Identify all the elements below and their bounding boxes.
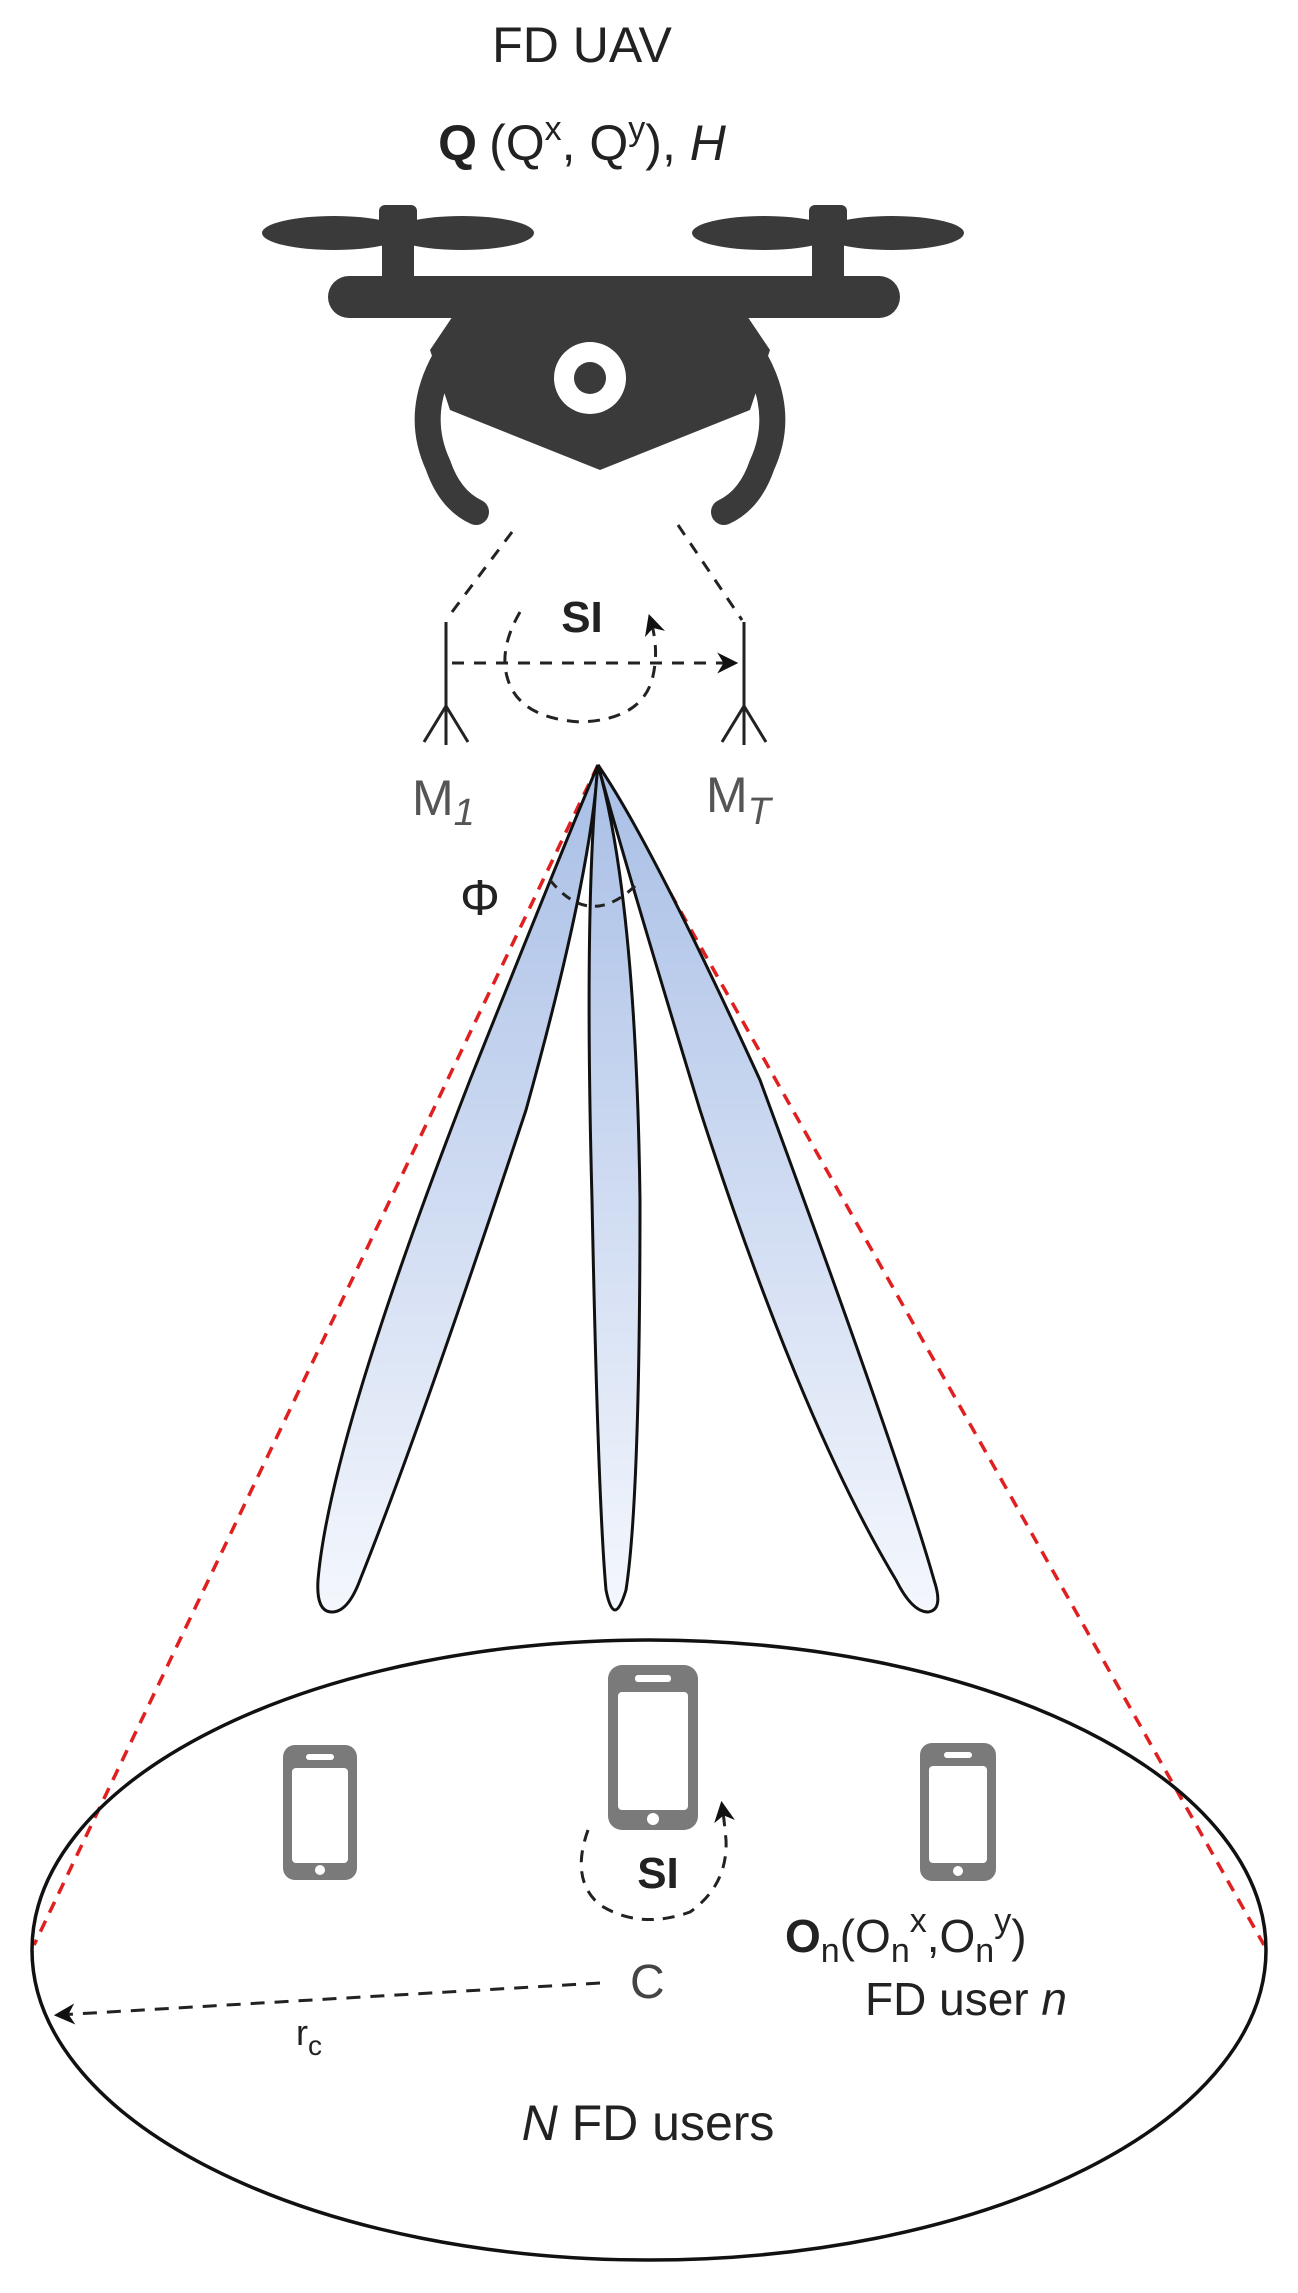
user-n-sub2: n [891, 1932, 910, 1970]
users-count-var: N [522, 2095, 559, 2151]
uav-position-label: Q(Qx, Qy), H [438, 110, 727, 171]
antenna-m1-sub: 1 [454, 792, 475, 834]
coverage-edge-right [596, 764, 1266, 1946]
drone-icon [262, 205, 964, 525]
antenna-m1-icon [422, 622, 470, 745]
user-n-sub: n [821, 1932, 840, 1970]
uav-position-mid: , Q [562, 115, 629, 171]
user-n-open: (O [840, 1910, 891, 1962]
user-n-y-sup: y [994, 1902, 1011, 1940]
si-loop-uav [503, 611, 666, 724]
si-uav-label: SI [561, 593, 603, 642]
radius-sub: c [308, 2030, 322, 2061]
user-n-sub3: n [975, 1932, 994, 1970]
si-loop-user [579, 1800, 735, 1922]
beam-right [596, 764, 940, 1614]
uav-position-y-sup: y [628, 110, 645, 148]
user-n-x-sup: x [910, 1902, 927, 1940]
uav-position-close: ), [645, 115, 689, 171]
user-n-caption-prefix: FD user [865, 1973, 1041, 2025]
coverage-edge-left [32, 764, 600, 1946]
antenna-mt-base: M [706, 767, 748, 823]
user-n-bold: O [785, 1910, 821, 1962]
user-n-caption-var: n [1041, 1973, 1067, 2025]
beam-center [587, 764, 642, 1612]
uav-height: H [690, 115, 727, 171]
uav-position-x-sup: x [545, 110, 562, 148]
users-count-text: FD users [558, 2095, 775, 2151]
user-n-position: On(Onx,Ony) [785, 1902, 1027, 1970]
radius-base: r [296, 2012, 308, 2053]
antenna-mt-label: MT [706, 767, 774, 833]
phone-icon [608, 1665, 698, 1830]
uav-position-open: (Q [489, 115, 545, 171]
center-label: C [630, 1956, 665, 2009]
user-n-comma: ,O [927, 1910, 976, 1962]
beam-angle-label: Φ [460, 870, 500, 926]
antenna-m1-base: M [412, 770, 454, 826]
antenna-mt-icon [720, 622, 768, 745]
users-count-label: N FD users [522, 2095, 775, 2151]
antenna-m1-label: M1 [412, 770, 475, 834]
uav-position-bold: Q [438, 115, 477, 171]
antenna-feed-right [676, 524, 744, 621]
radius-label: rc [296, 2012, 322, 2061]
beam-left [316, 764, 600, 1614]
coverage-area [30, 1638, 1268, 2262]
antenna-feed-left [444, 531, 514, 621]
user-n-caption: FD user n [865, 1973, 1067, 2025]
user-n-close: ) [1011, 1910, 1026, 1962]
phone-icon [283, 1745, 357, 1880]
phone-icon [920, 1743, 996, 1881]
radius-arrow [53, 1981, 601, 2025]
si-user-label: SI [637, 1849, 679, 1898]
antenna-mt-sub: T [748, 791, 774, 833]
uav-title: FD UAV [492, 17, 672, 73]
